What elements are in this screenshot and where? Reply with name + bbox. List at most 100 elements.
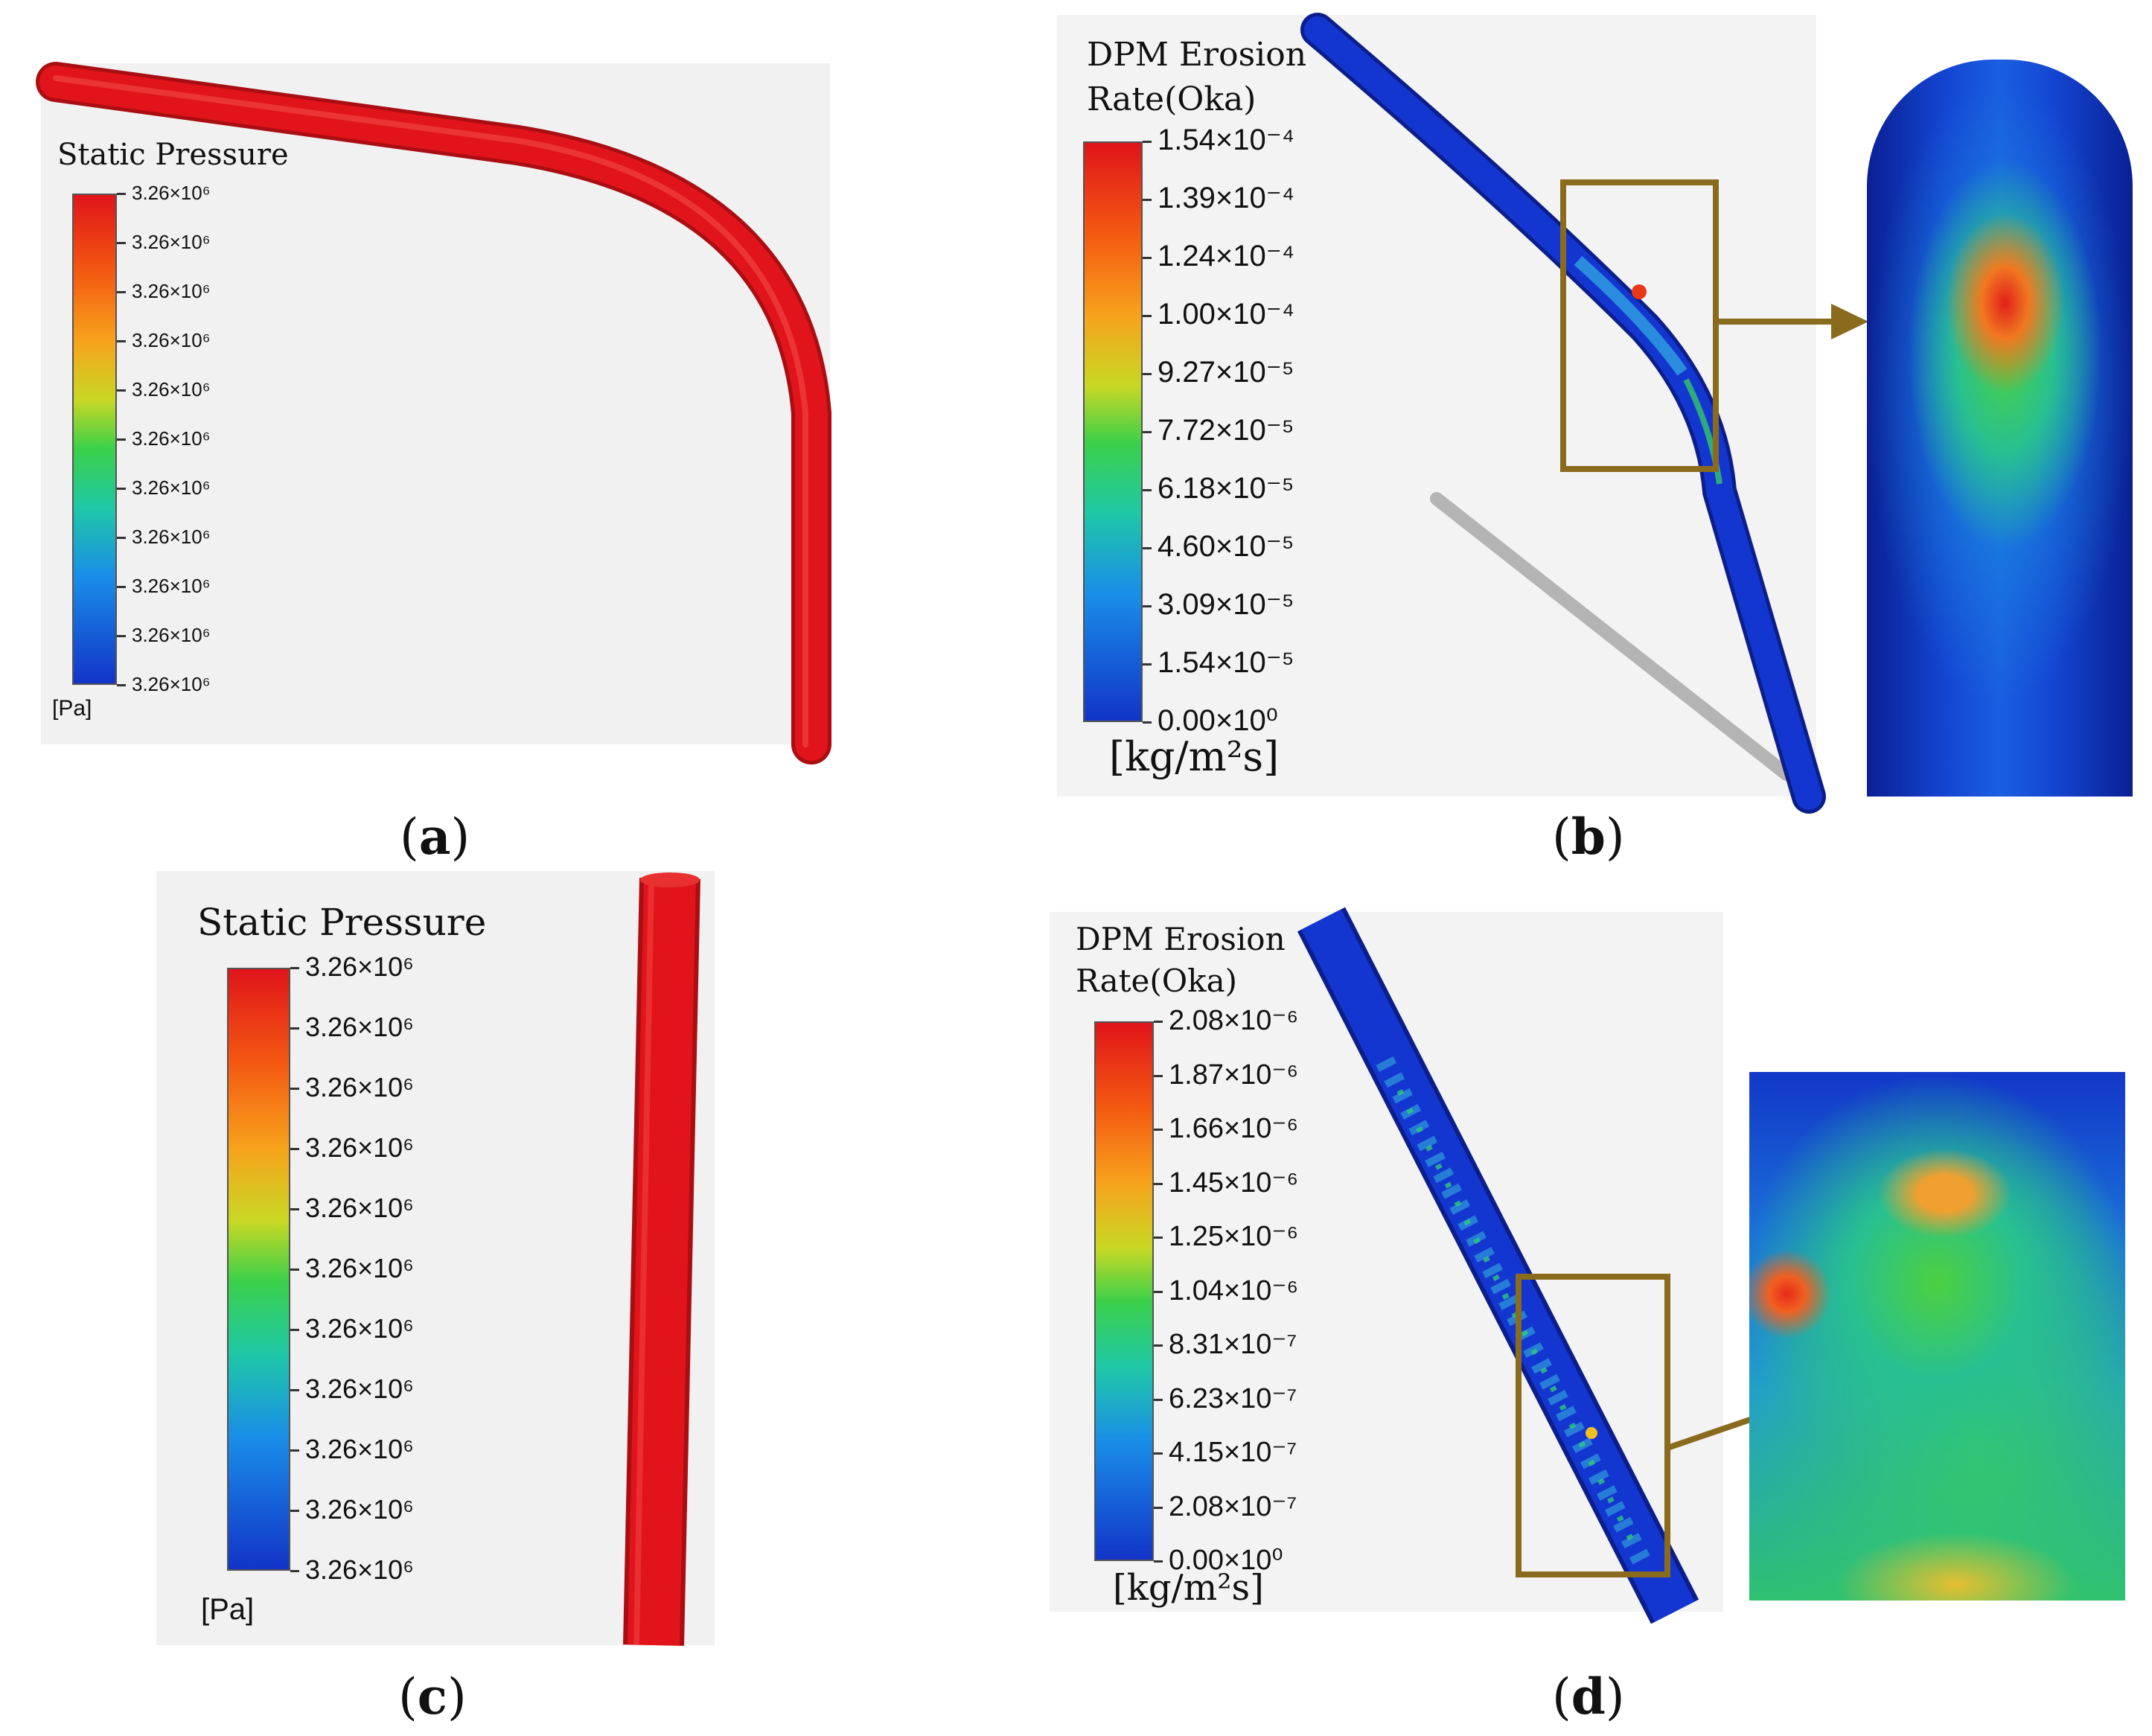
legend-tick-mark	[1143, 199, 1152, 201]
legend-tick-mark	[1143, 141, 1152, 143]
legend-tick-mark	[117, 389, 126, 392]
legend-tick-mark	[1143, 431, 1152, 433]
legend-tick-mark	[1143, 373, 1152, 375]
legend-tick-label: 8.31×10⁻⁷	[1169, 1329, 1297, 1361]
legend-tick-mark	[290, 967, 299, 969]
legend-tick-mark	[290, 1510, 299, 1512]
pipe-bend-a	[36, 62, 831, 765]
legend-tick-label: 2.08×10⁻⁶	[1169, 1005, 1299, 1037]
legend-tick-label: 3.26×10⁶	[132, 476, 211, 499]
legend-tick-mark	[117, 340, 126, 342]
legend-tick-label: 1.24×10⁻⁴	[1158, 240, 1295, 273]
legend-tick-label: 3.26×10⁶	[132, 525, 211, 548]
legend-tick-label: 3.26×10⁶	[132, 574, 211, 597]
legend-tick-label: 2.08×10⁻⁷	[1169, 1490, 1297, 1522]
panel-c: Static Pressure 3.26×10⁶ 3.26×10⁶ 3.26×10⁶…	[156, 871, 715, 1646]
pipe-straight-c	[623, 872, 700, 1646]
legend-tick-mark	[117, 635, 126, 637]
color-bar	[72, 194, 117, 685]
legend-tick-label: 3.26×10⁶	[305, 1192, 414, 1223]
legend-tick-label: 3.09×10⁻⁵	[1158, 588, 1294, 622]
legend-tick-label: 3.26×10⁶	[132, 672, 211, 695]
legend-tick-label: 3.26×10⁶	[305, 1132, 414, 1163]
legend-tick-label: 1.00×10⁻⁴	[1158, 298, 1295, 331]
legend-tick-label: 3.26×10⁶	[305, 1433, 414, 1464]
legend-tick-mark	[117, 438, 126, 441]
legend-tick-mark	[1143, 721, 1152, 724]
legend-tick-mark	[290, 1329, 299, 1331]
legend-tick-label: 1.87×10⁻⁶	[1169, 1059, 1299, 1091]
legend-tick-label: 3.26×10⁶	[132, 427, 211, 450]
legend-tick-label: 3.26×10⁶	[305, 1252, 414, 1283]
legend-tick-label: 3.26×10⁶	[132, 230, 211, 253]
legend-tick-mark	[1154, 1398, 1163, 1401]
legend-tick-mark	[290, 1027, 299, 1030]
legend-tick-label: 3.26×10⁶	[305, 1373, 414, 1404]
legend-tick-mark	[1143, 315, 1152, 317]
color-bar	[1094, 1021, 1154, 1561]
legend-tick-mark	[1143, 257, 1152, 259]
legend-tick-label: 3.26×10⁶	[132, 181, 211, 204]
legend-tick-mark	[117, 242, 126, 244]
legend-tick-label: 1.45×10⁻⁶	[1169, 1167, 1299, 1199]
legend-tick-mark	[1143, 663, 1152, 666]
legend-tick-mark	[1154, 1344, 1163, 1347]
legend-tick-label: 9.27×10⁻⁵	[1158, 356, 1294, 389]
legend-tick-label: 1.25×10⁻⁶	[1169, 1221, 1299, 1253]
caption-b: (b)	[1552, 808, 1625, 866]
legend-tick-mark	[1154, 1129, 1163, 1131]
legend-tick-mark	[1154, 1021, 1163, 1023]
legend-tick-mark	[117, 291, 126, 293]
legend-tick-mark	[1143, 605, 1152, 607]
legend-tick-label: 3.26×10⁶	[305, 1312, 414, 1344]
legend-tick-mark	[1154, 1452, 1163, 1455]
legend-tick-label: 3.26×10⁶	[305, 1011, 414, 1042]
legend-tick-label: 3.26×10⁶	[305, 1554, 414, 1585]
legend-tick-label: 3.26×10⁶	[132, 377, 211, 401]
color-bar	[1083, 141, 1143, 722]
legend-tick-mark	[1154, 1182, 1163, 1185]
legend-tick-mark	[117, 684, 126, 686]
legend-tick-mark	[1154, 1506, 1163, 1509]
legend-tick-mark	[290, 1570, 299, 1572]
unit-label: [Pa]	[201, 1593, 255, 1626]
legend-tick-mark	[1154, 1560, 1163, 1563]
legend-tick-label: 0.00×10⁰	[1169, 1545, 1283, 1577]
legend-tick-mark	[117, 586, 126, 588]
legend-tick-label: 4.60×10⁻⁵	[1158, 530, 1294, 564]
legend-title-line1: DPM Erosion	[1076, 921, 1286, 957]
legend-tick-label: 1.66×10⁻⁶	[1169, 1113, 1299, 1145]
legend-tick-mark	[1154, 1074, 1163, 1077]
legend-title: Static Pressure	[197, 901, 487, 944]
legend-tick-label: 1.54×10⁻⁵	[1158, 646, 1294, 680]
legend-tick-label: 1.04×10⁻⁶	[1169, 1274, 1299, 1306]
caption-a: (a)	[400, 808, 470, 866]
legend-tick-label: 4.15×10⁻⁷	[1169, 1437, 1297, 1469]
legend-tick-label: 3.26×10⁶	[132, 279, 211, 302]
legend-tick-mark	[117, 537, 126, 539]
legend-tick-label: 3.26×10⁶	[305, 951, 414, 982]
legend-tick-mark	[290, 1088, 299, 1090]
caption-c: (c)	[398, 1668, 467, 1726]
legend-tick-mark	[290, 1449, 299, 1452]
legend-tick-label: 3.26×10⁶	[305, 1493, 414, 1525]
color-bar	[227, 968, 290, 1571]
legend-tick-label: 7.72×10⁻⁵	[1158, 414, 1294, 447]
legend-tick-mark	[290, 1148, 299, 1150]
legend-tick-label: 1.54×10⁻⁴	[1158, 124, 1295, 157]
legend-tick-label: 6.23×10⁻⁷	[1169, 1382, 1297, 1414]
caption-d: (d)	[1552, 1668, 1625, 1726]
erosion-closeup-b	[1867, 60, 2133, 797]
unit-label: [kg/m²s]	[1113, 1567, 1264, 1609]
legend-tick-mark	[290, 1389, 299, 1391]
legend-tick-mark	[1143, 489, 1152, 491]
legend-tick-mark	[117, 193, 126, 195]
legend-tick-mark	[290, 1269, 299, 1271]
erosion-closeup-d	[1749, 1072, 2125, 1601]
legend-tick-label: 3.26×10⁶	[305, 1071, 414, 1102]
legend-tick-label: 6.18×10⁻⁵	[1158, 472, 1294, 505]
legend-tick-mark	[117, 488, 126, 490]
